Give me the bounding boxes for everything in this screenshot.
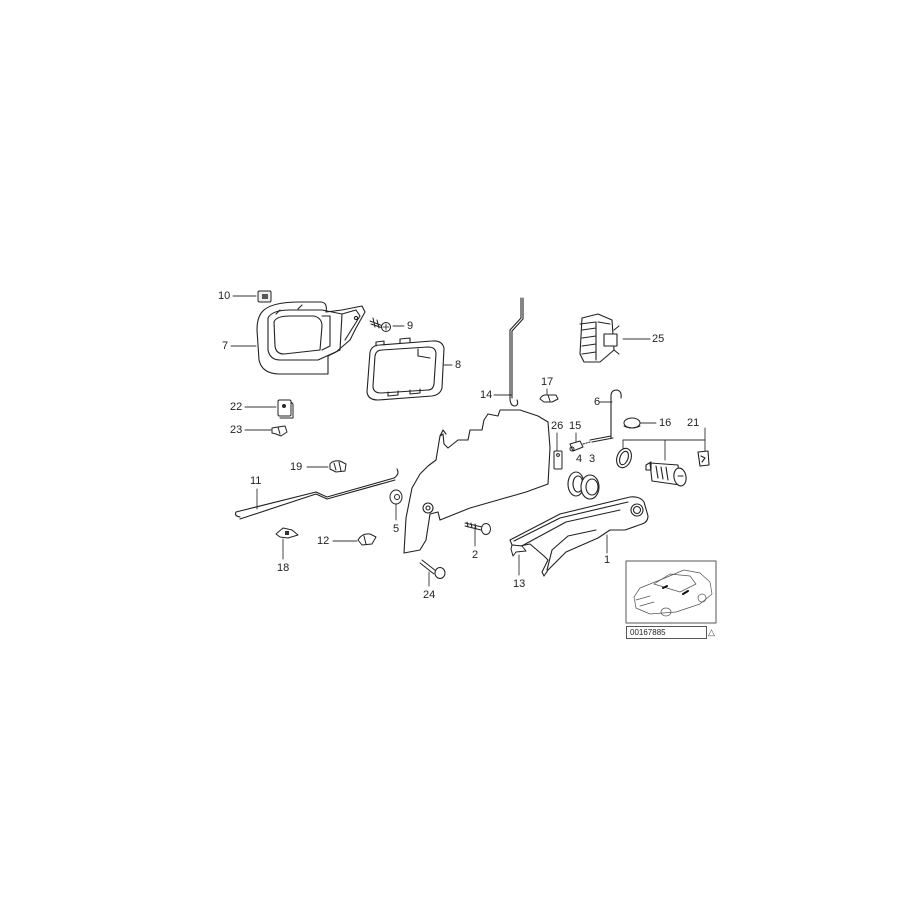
callout-11: 11 bbox=[250, 475, 262, 487]
part-17-clip bbox=[539, 394, 559, 403]
part-18-clip bbox=[275, 527, 299, 539]
part-5-grommet bbox=[389, 489, 403, 505]
callout-19: 19 bbox=[290, 461, 303, 473]
part-6-rod bbox=[589, 389, 622, 443]
part-9-screw bbox=[369, 317, 391, 332]
callout-23: 23 bbox=[230, 424, 243, 436]
part-25-lock-unit bbox=[579, 313, 620, 363]
callout-22: 22 bbox=[230, 401, 243, 413]
part-3-gasket bbox=[580, 474, 600, 500]
diagram-code: 00167885 bbox=[626, 626, 707, 639]
callout-6: 6 bbox=[594, 396, 601, 408]
callout-14: 14 bbox=[480, 389, 493, 401]
part-23-clip bbox=[271, 425, 288, 437]
part-11-linkage-rod bbox=[234, 468, 399, 520]
callout-5: 5 bbox=[393, 523, 400, 535]
triangle-icon: △ bbox=[708, 627, 715, 637]
callout-13: 13 bbox=[513, 578, 526, 590]
callout-15: 15 bbox=[569, 420, 582, 432]
part-1-outer-handle bbox=[509, 496, 649, 577]
part-19-clip bbox=[329, 460, 347, 473]
callout-3: 3 bbox=[589, 453, 596, 465]
part-24-pin bbox=[419, 559, 446, 579]
callout-12: 12 bbox=[317, 535, 330, 547]
locator-car-sketch bbox=[625, 560, 717, 624]
callout-25: 25 bbox=[652, 333, 665, 345]
callout-17: 17 bbox=[541, 376, 554, 388]
callout-10: 10 bbox=[218, 290, 231, 302]
part-26-bracket bbox=[553, 450, 563, 470]
callout-26: 26 bbox=[551, 420, 564, 432]
part-10-clip bbox=[257, 290, 272, 303]
callout-21: 21 bbox=[687, 417, 700, 429]
part-21-lock-cylinder bbox=[616, 447, 710, 487]
callout-1: 1 bbox=[604, 554, 611, 566]
callout-2: 2 bbox=[472, 549, 479, 561]
part-15-connector bbox=[569, 440, 591, 452]
part-4-gasket bbox=[567, 471, 585, 497]
callout-4: 4 bbox=[576, 453, 583, 465]
callout-16: 16 bbox=[659, 417, 672, 429]
part-12-clip bbox=[357, 533, 377, 546]
part-door-carrier-plate bbox=[403, 409, 551, 554]
callout-8: 8 bbox=[455, 359, 462, 371]
part-16-cap bbox=[623, 417, 641, 429]
part-2-bolt bbox=[464, 521, 491, 535]
callout-9: 9 bbox=[407, 320, 414, 332]
part-14-lock-rod bbox=[509, 297, 524, 407]
leader-lines bbox=[230, 295, 706, 587]
part-8-trim-bezel bbox=[366, 337, 445, 401]
part-13-lever bbox=[510, 544, 527, 557]
part-7-handle-housing bbox=[256, 301, 366, 375]
callout-24: 24 bbox=[423, 589, 436, 601]
part-22-bracket bbox=[277, 399, 294, 419]
callout-18: 18 bbox=[277, 562, 290, 574]
callout-7: 7 bbox=[222, 340, 229, 352]
